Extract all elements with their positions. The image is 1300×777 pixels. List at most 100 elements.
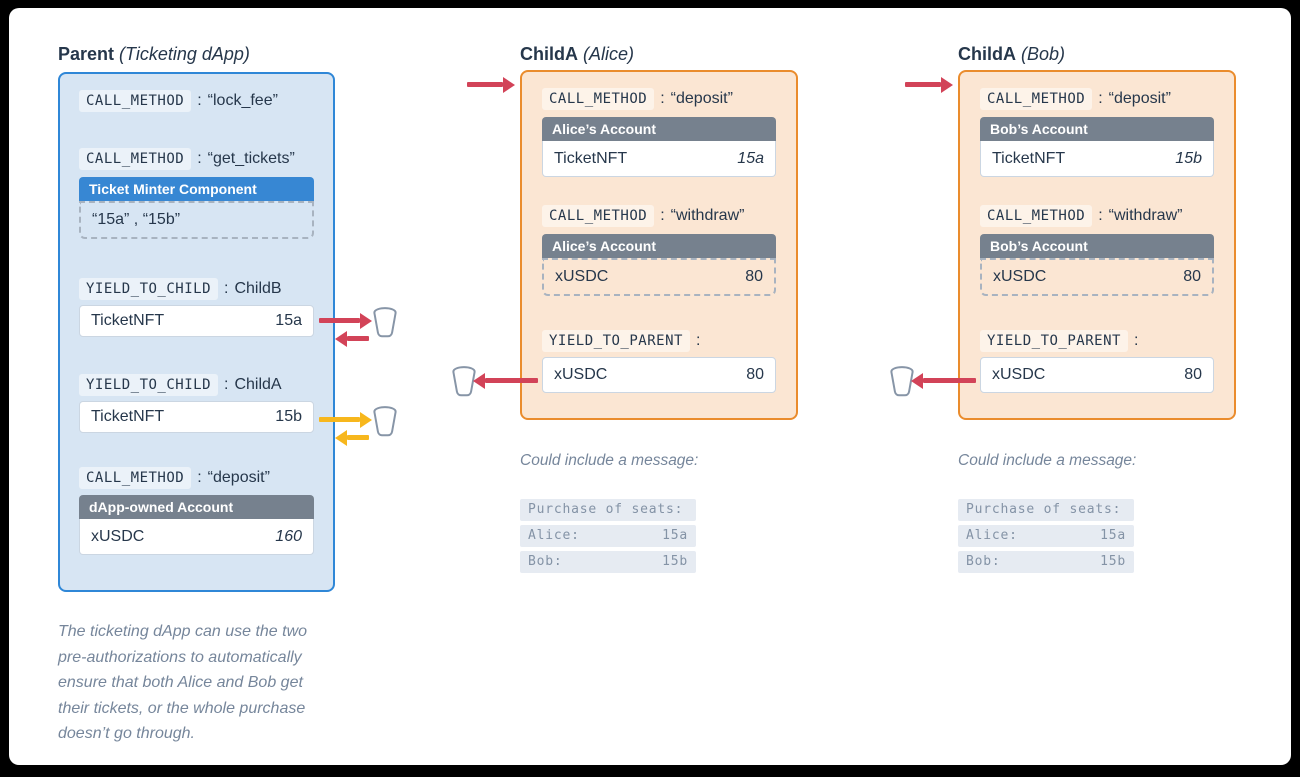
arrow-into-bob-panel [905,82,941,87]
message-label: Bob: [966,554,1001,569]
bob-account-withdraw-box: Bob’s Account xUSDC 80 [980,234,1214,296]
account-deposit-row: xUSDC 160 [79,519,314,555]
panel-title-bold: ChildA [958,44,1016,64]
arrow-alice-yield-to-bucket [485,378,538,383]
arrow-into-alice-panel [467,82,503,87]
instruction-deposit: CALL_METHOD : “deposit” [542,88,776,110]
separator: : [224,280,229,297]
alice-account-deposit-box: Alice’s Account TicketNFT 15a [542,117,776,177]
child-name: ChildA [234,376,282,393]
resource-name: xUSDC [993,268,1047,285]
instruction-yield-to-parent: YIELD_TO_PARENT : [980,330,1214,352]
method-name: “withdraw” [1108,207,1183,224]
call-method-chip: CALL_METHOD [79,90,192,112]
message-value: 15a [662,528,688,543]
separator: : [197,92,202,109]
resource-id: 15a [737,149,764,167]
bucket-box-xusdc-80: xUSDC 80 [980,357,1214,393]
separator: : [1098,207,1103,224]
resource-name: xUSDC [555,268,609,285]
child-name: ChildB [234,280,282,297]
resource-qty: 80 [746,366,764,383]
separator: : [224,376,229,393]
separator: : [660,90,665,107]
message-label: Alice: [966,528,1018,543]
message-label: Purchase of seats: [966,502,1122,517]
method-name: “deposit” [207,469,270,486]
separator: : [695,332,701,349]
nft-ids: “15a” , “15b” [92,211,181,228]
separator: : [1133,332,1139,349]
parent-manifest-panel: CALL_METHOD : “lock_fee” CALL_METHOD : “… [58,72,335,592]
separator: : [1098,90,1103,107]
panel-title-italic: (Ticketing dApp) [119,44,250,64]
bucket-box-ticketnft-15b: TicketNFT 15b [79,401,314,433]
bucket-box-ticketnft-15a: TicketNFT 15a [79,305,314,337]
resource-qty: 160 [275,527,302,545]
message-row: Alice: 15a [520,525,696,547]
message-row: Bob: 15b [520,551,696,573]
account-withdraw-row: xUSDC 80 [980,258,1214,296]
bob-message-block: Could include a message: Purchase of sea… [958,452,1137,577]
resource-name: TicketNFT [91,312,165,329]
resource-name: TicketNFT [554,149,628,167]
message-value: 15b [1100,554,1126,569]
discard-bucket-icon [372,306,398,343]
message-label: Bob: [528,554,563,569]
instruction-deposit: CALL_METHOD : “deposit” [980,88,1214,110]
method-name: “withdraw” [670,207,745,224]
arrow-bob-yield-to-bucket [923,378,976,383]
resource-id: 15b [1175,149,1202,167]
yield-to-child-chip: YIELD_TO_CHILD [79,278,219,300]
separator: : [197,469,202,486]
yield-to-parent-chip: YIELD_TO_PARENT [980,330,1128,352]
call-method-chip: CALL_METHOD [980,205,1093,227]
childa-bob-panel: CALL_METHOD : “deposit” Bob’s Account Ti… [958,70,1236,420]
message-label: Purchase of seats: [528,502,684,517]
instruction-get-tickets: CALL_METHOD : “get_tickets” [79,148,314,170]
separator: : [660,207,665,224]
message-row: Alice: 15a [958,525,1134,547]
resource-id: 15b [275,408,302,425]
arrow-ticket15a-return [347,336,369,341]
separator: : [197,150,202,167]
instruction-deposit: CALL_METHOD : “deposit” [79,467,314,489]
message-row: Purchase of seats: [520,499,696,521]
caption-line: The ticketing dApp can use the two [58,623,308,640]
account-header: Bob’s Account [980,234,1214,258]
resource-name: xUSDC [554,366,608,383]
resource-name: TicketNFT [992,149,1066,167]
instruction-yield-to-childb: YIELD_TO_CHILD : ChildB [79,278,314,300]
message-intro: Could include a message: [958,452,1137,469]
childa-alice-title: ChildA(Alice) [520,44,634,65]
account-header: dApp-owned Account [79,495,314,519]
resource-qty: 80 [745,268,763,285]
panel-title-bold: Parent [58,44,115,64]
yield-to-child-chip: YIELD_TO_CHILD [79,374,219,396]
message-intro: Could include a message: [520,452,699,469]
parent-caption: The ticketing dApp can use the two pre-a… [58,619,307,747]
instruction-yield-to-childa: YIELD_TO_CHILD : ChildA [79,374,314,396]
resource-name: TicketNFT [91,408,165,425]
instruction-yield-to-parent: YIELD_TO_PARENT : [542,330,776,352]
instruction-lock-fee: CALL_METHOD : “lock_fee” [79,90,314,112]
account-header: Bob’s Account [980,117,1214,141]
account-deposit-row: TicketNFT 15a [542,141,776,177]
message-label: Alice: [528,528,580,543]
ticket-minter-component-box: Ticket Minter Component “15a” , “15b” [79,177,314,239]
arrow-ticket15b-return [347,435,369,440]
dapp-owned-account-box: dApp-owned Account xUSDC 160 [79,495,314,555]
account-deposit-row: TicketNFT 15b [980,141,1214,177]
panel-title-bold: ChildA [520,44,578,64]
discard-bucket-icon [889,365,915,402]
alice-message-block: Could include a message: Purchase of sea… [520,452,699,577]
panel-title-italic: (Bob) [1021,44,1066,64]
resource-id: 15a [275,312,302,329]
instruction-withdraw: CALL_METHOD : “withdraw” [542,205,776,227]
resource-name: xUSDC [992,366,1046,383]
account-withdraw-row: xUSDC 80 [542,258,776,296]
method-name: “deposit” [1108,90,1171,107]
arrow-ticket15b-to-bucket [319,417,360,422]
method-name: “get_tickets” [207,150,295,167]
